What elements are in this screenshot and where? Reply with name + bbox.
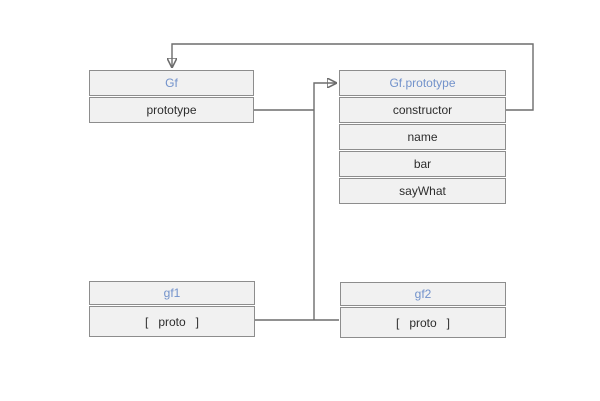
box-gf-prototype-title: Gf.prototype xyxy=(339,70,506,96)
box-gf1-title: gf1 xyxy=(89,281,255,305)
box-gf-prototype-row-constructor: constructor xyxy=(339,97,506,123)
box-gf-prototype-row-bar: bar xyxy=(339,151,506,177)
box-gf-prototype-row-saywhat: sayWhat xyxy=(339,178,506,204)
box-gf1-row-proto: [ proto ] xyxy=(89,306,255,337)
box-gf-row-prototype: prototype xyxy=(89,97,254,123)
box-gf: Gf prototype xyxy=(89,70,254,123)
edge-trunk-to-gf-prototype xyxy=(313,83,337,320)
edge-constructor-to-gf xyxy=(172,43,534,111)
box-gf1: gf1 [ proto ] xyxy=(89,281,255,337)
box-gf-prototype: Gf.prototype constructor name bar sayWha… xyxy=(339,70,506,204)
box-gf2: gf2 [ proto ] xyxy=(340,282,506,338)
box-gf-title: Gf xyxy=(89,70,254,96)
box-gf-prototype-row-name: name xyxy=(339,124,506,150)
box-gf2-title: gf2 xyxy=(340,282,506,306)
box-gf2-row-proto: [ proto ] xyxy=(340,307,506,338)
